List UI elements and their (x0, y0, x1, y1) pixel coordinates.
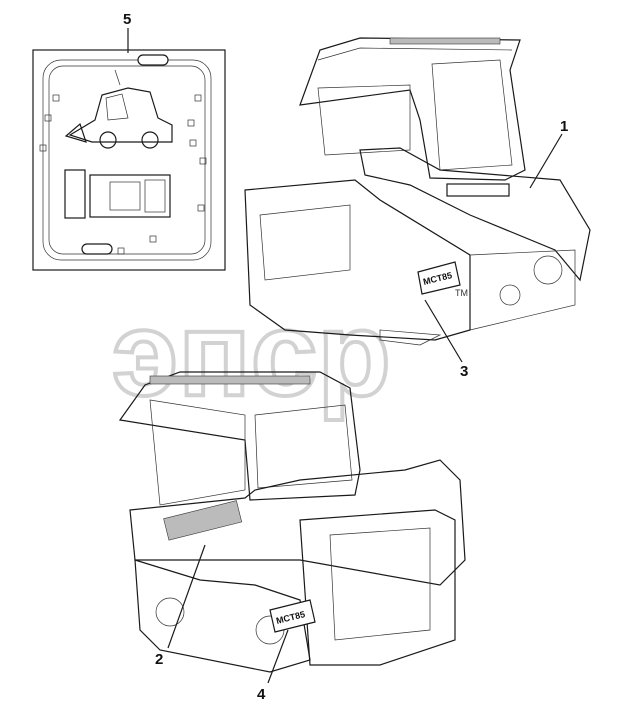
loader-upper-view: MCT85 TM (244, 37, 591, 346)
upper-arm-decal (446, 183, 510, 197)
lower-left-hub (155, 597, 185, 627)
callout-5: 5 (123, 11, 131, 28)
callout-4: 4 (257, 686, 266, 703)
inset-border (32, 49, 226, 271)
callout-1: 1 (560, 118, 568, 135)
upper-step (379, 329, 442, 346)
loader-lower-view: MCT85 (118, 371, 466, 673)
lower-roof-grille (149, 375, 311, 385)
callout-3: 3 (460, 363, 468, 380)
inset-loader-side-view (64, 69, 173, 149)
inset-pictograms (39, 94, 207, 255)
inset-capsule-top (137, 54, 169, 66)
inset-track-inner (48, 65, 206, 255)
lower-model-decal: MCT85 (269, 599, 316, 633)
lower-cab-window (149, 399, 246, 506)
inset-track-outer (42, 59, 212, 261)
lower-front-grille (163, 500, 243, 541)
upper-lift-arm (359, 147, 591, 282)
watermark-text: эпср (112, 287, 391, 421)
upper-side-panel (259, 204, 351, 281)
lower-side-panel (329, 527, 431, 641)
inset-loader-top-view (64, 169, 171, 219)
upper-model-decal: MCT85 TM (417, 261, 468, 298)
callout-2: 2 (155, 651, 163, 668)
upper-chassis (244, 179, 471, 341)
leader-lines (127, 28, 563, 684)
upper-cab-window (317, 84, 411, 156)
upper-trademark-text: TM (455, 288, 468, 298)
inset-decal-panel (32, 49, 226, 271)
upper-roof-grille (389, 37, 501, 45)
upper-axle-hub (533, 255, 563, 285)
inset-capsule-bottom (81, 243, 113, 255)
upper-cab-frame (299, 37, 526, 181)
lower-side-chassis (299, 509, 456, 666)
upper-cab-opening (431, 59, 513, 171)
